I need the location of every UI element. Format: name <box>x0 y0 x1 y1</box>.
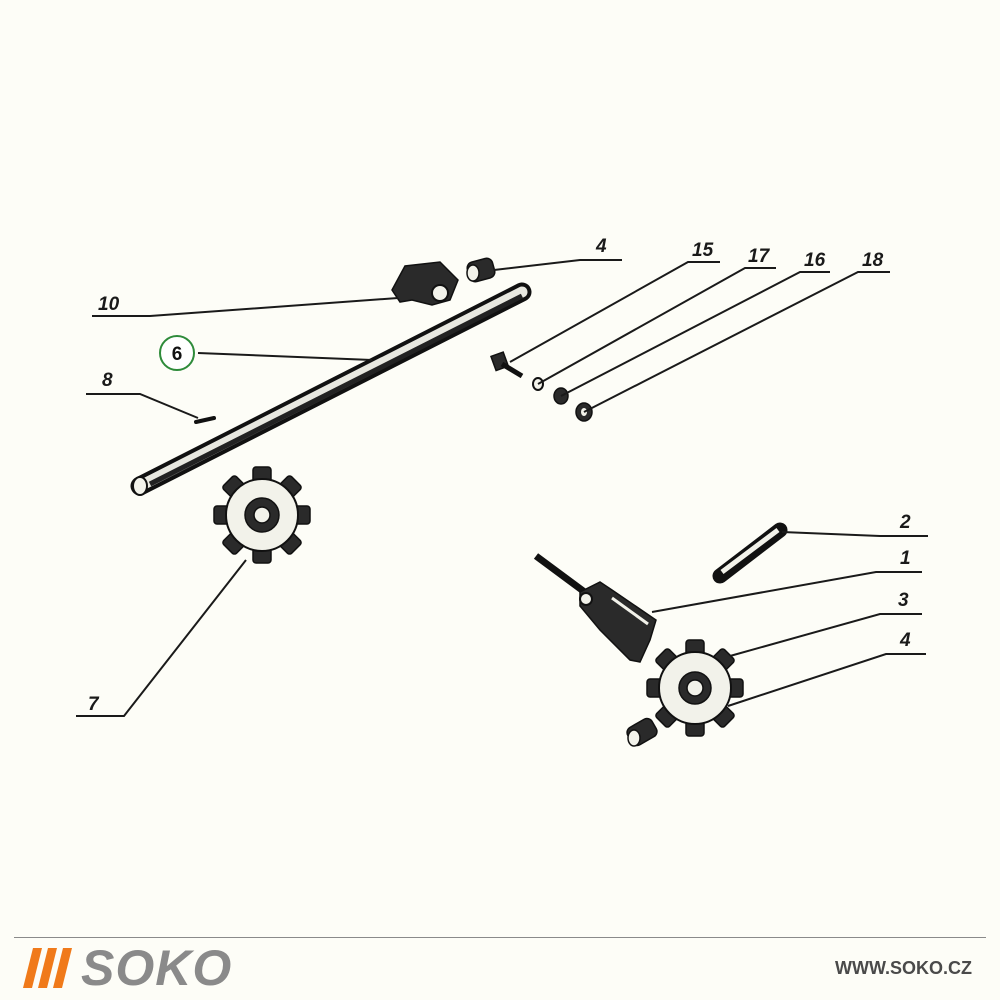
logo-text: SOKO <box>81 940 233 996</box>
leader-17 <box>537 267 776 385</box>
bushing-bottom-part <box>626 717 658 747</box>
leader-4-bottom <box>727 653 926 707</box>
leader-7 <box>76 559 247 717</box>
leader-16 <box>560 271 830 397</box>
logo-bars-icon <box>23 948 72 988</box>
bolt-part <box>490 351 524 379</box>
callout-10: 10 <box>98 294 120 315</box>
footer-divider <box>14 937 986 938</box>
callout-2: 2 <box>899 512 911 533</box>
leader-3 <box>729 613 922 657</box>
sprocket-part <box>213 466 311 564</box>
callout-3: 3 <box>898 590 909 611</box>
callout-6: 6 <box>172 344 183 365</box>
bracket-part <box>391 261 459 306</box>
key-bar-part <box>712 522 788 584</box>
callout-8: 8 <box>102 370 113 391</box>
leader-lines <box>76 259 928 717</box>
leader-4-top <box>493 259 622 271</box>
callout-16: 16 <box>804 250 826 271</box>
leader-1 <box>651 571 922 613</box>
callout-18: 18 <box>862 250 884 271</box>
callout-15: 15 <box>692 240 714 261</box>
fork-assembly-part <box>533 553 657 663</box>
shaft-part <box>130 282 532 496</box>
callout-7: 7 <box>88 694 100 715</box>
leader-8 <box>86 393 199 419</box>
sprocket-part <box>646 639 744 737</box>
pin-part <box>194 416 216 424</box>
leader-2 <box>781 531 928 537</box>
callout-17: 17 <box>748 246 771 267</box>
leader-15 <box>509 261 720 363</box>
website-url: WWW.SOKO.CZ <box>835 958 972 978</box>
callout-1: 1 <box>900 548 911 569</box>
callout-6-highlight: 6 <box>159 335 195 371</box>
leader-18 <box>583 271 890 413</box>
leader-10 <box>92 297 399 317</box>
parts-diagram: 10 4 15 17 16 18 8 2 1 3 4 7 6 <box>76 236 928 747</box>
leader-6 <box>197 352 373 361</box>
soko-logo: SOKO <box>23 940 233 996</box>
callout-4-top: 4 <box>595 236 607 257</box>
callout-4-bottom: 4 <box>899 630 911 651</box>
bushing-top-part <box>466 257 496 283</box>
